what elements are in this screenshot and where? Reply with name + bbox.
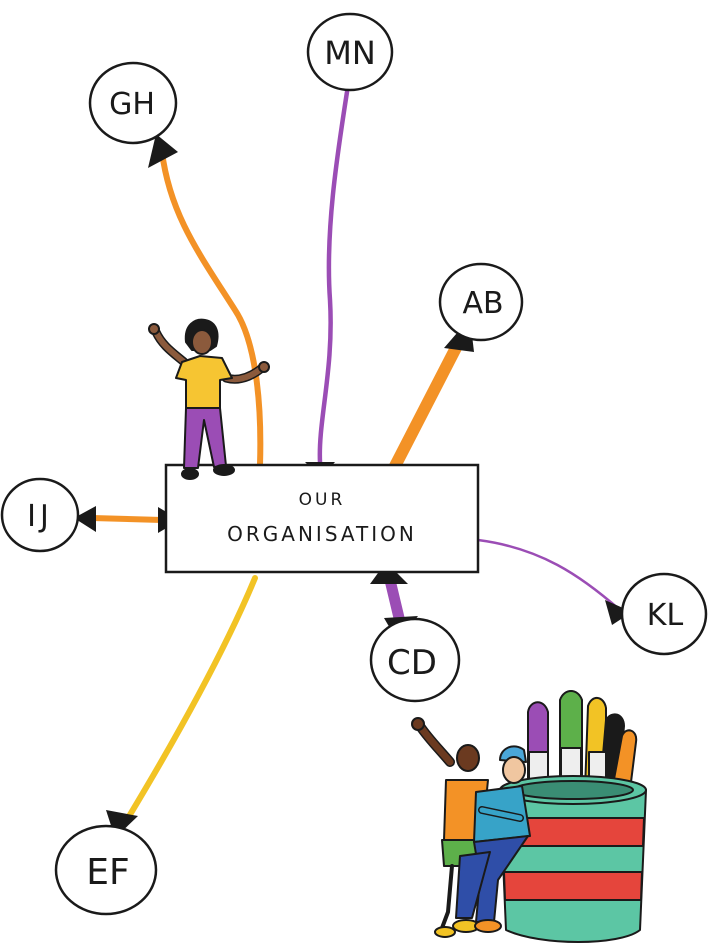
arrowhead-ij-left [74, 506, 96, 532]
link-kl [476, 538, 622, 612]
link-ij [89, 515, 165, 523]
center-box [164, 463, 480, 574]
center-label-line1: OUR [299, 490, 346, 510]
node-kl: KL [620, 572, 708, 656]
node-circle [54, 824, 158, 916]
node-ab: AB [438, 262, 524, 342]
link-gh [159, 149, 264, 468]
node-label: EF [86, 852, 129, 893]
node-circle [88, 61, 178, 145]
node-label: IJ [27, 499, 53, 534]
node-circle [0, 477, 80, 553]
link-ab [387, 334, 466, 476]
person-on-box-illustration [148, 318, 270, 480]
link-ef [125, 575, 258, 821]
node-cd: CD [369, 617, 461, 703]
node-label: KL [647, 598, 684, 633]
two-people-illustration [411, 717, 531, 938]
node-ef: EF [54, 824, 158, 916]
node-label: AB [462, 286, 503, 321]
node-label: MN [324, 34, 376, 72]
link-cd [384, 574, 406, 628]
connectors [89, 89, 622, 821]
arrowhead-kl [605, 600, 632, 625]
node-gh: GH [88, 61, 178, 145]
node-circle [369, 617, 461, 703]
node-ij: IJ [0, 477, 80, 553]
node-label: GH [109, 87, 155, 122]
center-label-line2: ORGANISATION [227, 522, 417, 546]
node-circle [306, 12, 394, 92]
arrowhead-gh [148, 134, 178, 168]
node-label: CD [387, 643, 437, 683]
node-circle [620, 572, 708, 656]
node-circle [438, 262, 524, 342]
center-node: OUR ORGANISATION [164, 463, 480, 574]
link-mn [317, 89, 350, 465]
node-mn: MN [306, 12, 394, 92]
pen-pot-illustration [499, 690, 647, 943]
